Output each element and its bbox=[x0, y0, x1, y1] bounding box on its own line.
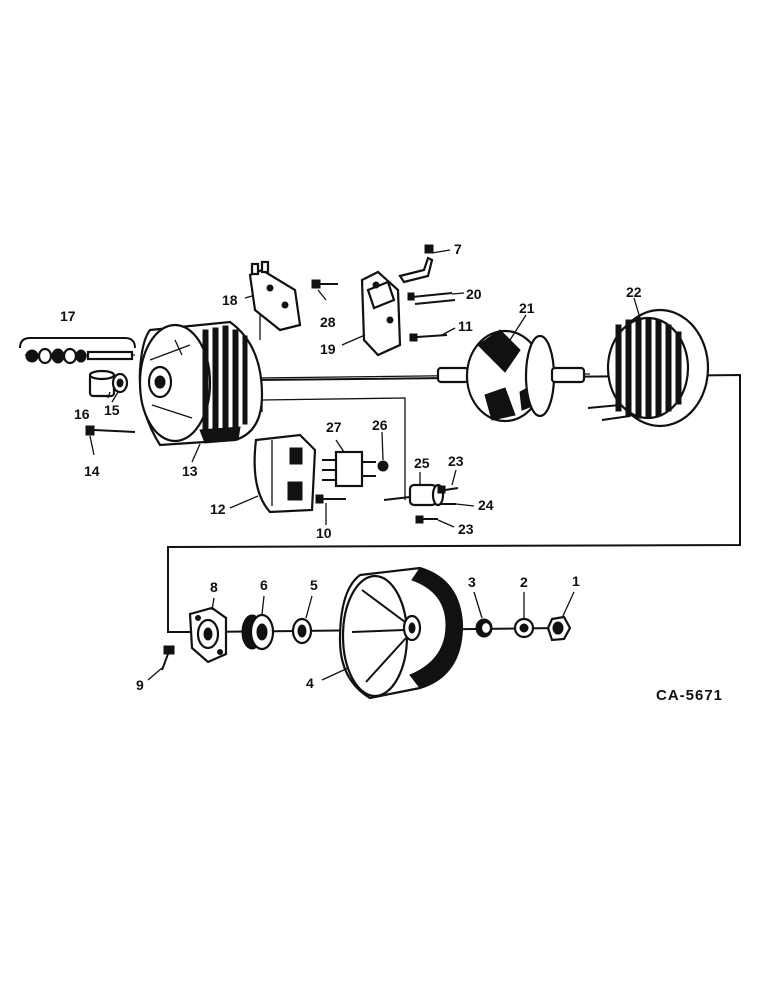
callout-16: 16 bbox=[74, 406, 90, 422]
callout-7: 7 bbox=[454, 241, 462, 257]
part-13-end-frame bbox=[138, 320, 264, 447]
part-1-nut bbox=[546, 615, 572, 642]
callout-2: 2 bbox=[520, 574, 528, 590]
callout-17: 17 bbox=[60, 308, 76, 324]
callout-13: 13 bbox=[182, 463, 198, 479]
part-2-washer bbox=[513, 617, 535, 639]
part-15-washer bbox=[111, 372, 129, 394]
callout-18: 18 bbox=[222, 292, 238, 308]
callout-22: 22 bbox=[626, 284, 642, 300]
part-16-bushing bbox=[88, 369, 116, 398]
part-21-rotor bbox=[436, 329, 586, 423]
callout-25: 25 bbox=[414, 455, 430, 471]
callout-14: 14 bbox=[84, 463, 100, 479]
callout-12: 12 bbox=[210, 501, 226, 517]
callout-27: 27 bbox=[326, 419, 342, 435]
part-10-screw bbox=[315, 494, 346, 504]
callout-8: 8 bbox=[210, 579, 218, 595]
part-7-terminal-clip bbox=[398, 244, 434, 284]
part-6-bearing bbox=[241, 613, 275, 651]
part-25-diode-trio bbox=[383, 483, 445, 507]
callout-28: 28 bbox=[320, 314, 336, 330]
part-26-nut bbox=[377, 460, 389, 472]
part-5-spacer bbox=[291, 617, 313, 645]
callout-24: 24 bbox=[478, 497, 494, 513]
callout-19: 19 bbox=[320, 341, 336, 357]
part-19-regulator-bracket bbox=[360, 270, 402, 357]
part-23-screw-upper bbox=[437, 485, 459, 494]
callout-10: 10 bbox=[316, 525, 332, 541]
callout-23a: 23 bbox=[448, 453, 464, 469]
callout-3: 3 bbox=[468, 574, 476, 590]
callout-26: 26 bbox=[372, 417, 388, 433]
part-27-brush-holder bbox=[322, 450, 376, 488]
part-8-retainer-plate bbox=[188, 606, 228, 664]
callout-21: 21 bbox=[519, 300, 535, 316]
leader-lines bbox=[89, 249, 641, 681]
part-14-through-bolt bbox=[85, 425, 136, 436]
part-3-fan-spacer bbox=[475, 618, 493, 638]
part-20-screws bbox=[407, 292, 456, 305]
part-23-screw-lower bbox=[415, 515, 438, 524]
part-4-drive-end-frame bbox=[338, 566, 464, 700]
part-22-stator bbox=[587, 308, 710, 428]
callout-11: 11 bbox=[458, 318, 473, 334]
part-11-screw bbox=[409, 333, 448, 342]
part-28-screw bbox=[311, 279, 338, 289]
callout-15: 15 bbox=[104, 402, 120, 418]
callout-1: 1 bbox=[572, 573, 580, 589]
callout-labels: 7 22 20 18 21 17 28 11 19 16 15 27 26 25… bbox=[60, 241, 642, 693]
part-9-screw bbox=[161, 645, 175, 671]
callout-23b: 23 bbox=[458, 521, 474, 537]
part-12-cover bbox=[253, 433, 317, 514]
callout-6: 6 bbox=[260, 577, 268, 593]
part-17-screw-set bbox=[19, 337, 136, 365]
callout-9: 9 bbox=[136, 677, 144, 693]
callout-4: 4 bbox=[306, 675, 314, 691]
part-18-bracket bbox=[248, 260, 302, 332]
drawing-code: CA-5671 bbox=[656, 687, 723, 704]
callout-20: 20 bbox=[466, 286, 482, 302]
callout-5: 5 bbox=[310, 577, 318, 593]
